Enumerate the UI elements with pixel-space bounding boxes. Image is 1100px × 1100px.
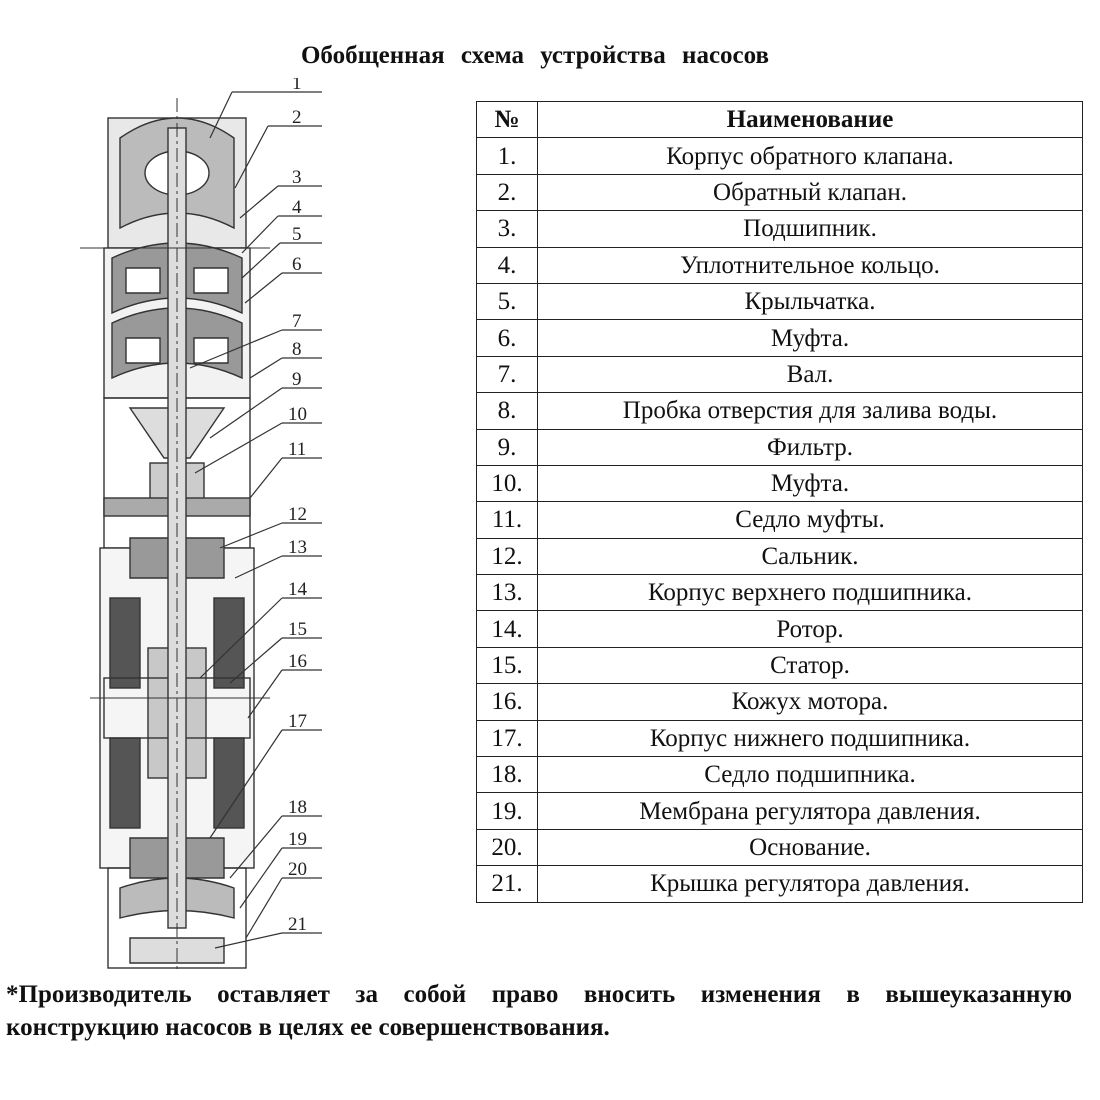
- part-number: 9.: [476, 428, 538, 466]
- callout-label: 21: [288, 914, 307, 935]
- part-name: Уплотнительное кольцо.: [537, 246, 1083, 284]
- table-row: 11.Седло муфты.: [476, 501, 1083, 539]
- title-text: Обобщенная схема устройства насосов: [300, 42, 770, 69]
- part-number: 5.: [476, 282, 538, 321]
- table-row: 13.Корпус верхнего подшипника.: [476, 574, 1083, 612]
- header-name: Наименование: [537, 100, 1083, 139]
- table-row: 9.Фильтр.: [476, 428, 1083, 466]
- pump-cross-section-diagram: 1 2 3 4 5 6 7 8 9 10 11 12 13 14 15 16 1…: [80, 78, 322, 973]
- callout-label: 19: [288, 829, 307, 850]
- part-name: Корпус нижнего подшипника.: [537, 719, 1083, 758]
- part-name: Крыльчатка.: [537, 282, 1083, 321]
- callout-label: 8: [292, 339, 302, 360]
- table-header-row: № Наименование: [476, 100, 1083, 139]
- table-row: 19.Мембрана регулятора давления.: [476, 792, 1083, 830]
- callout-label: 6: [292, 254, 302, 275]
- table-row: 15.Статор.: [476, 646, 1083, 685]
- callout-label: 20: [288, 859, 307, 880]
- part-number: 20.: [476, 828, 538, 867]
- part-name: Подшипник.: [537, 210, 1083, 248]
- part-name: Седло подшипника.: [537, 756, 1083, 794]
- callout-label: 13: [288, 537, 307, 558]
- part-name: Пробка отверстия для залива воды.: [537, 392, 1083, 430]
- page-title: Обобщенная схема устройства насосов: [0, 42, 1100, 70]
- part-name: Мембрана регулятора давления.: [537, 792, 1083, 830]
- part-name: Фильтр.: [537, 428, 1083, 466]
- part-name: Кожух мотора.: [537, 683, 1083, 721]
- disclaimer-note: *Производитель оставляет за собой право …: [6, 981, 1072, 1041]
- part-number: 7.: [476, 355, 538, 394]
- callout-label: 16: [288, 651, 307, 672]
- part-name: Основание.: [537, 828, 1083, 867]
- callout-label: 10: [288, 404, 307, 425]
- part-number: 1.: [476, 137, 538, 175]
- part-name: Седло муфты.: [537, 501, 1083, 539]
- part-number: 16.: [476, 683, 538, 721]
- callout-label: 17: [288, 711, 307, 732]
- callout-label: 18: [288, 797, 307, 818]
- part-number: 6.: [476, 319, 538, 357]
- table-row: 3.Подшипник.: [476, 210, 1083, 248]
- callout-label: 14: [288, 579, 308, 600]
- part-number: 17.: [476, 719, 538, 758]
- table-row: 12.Сальник.: [476, 537, 1083, 576]
- table-row: 21.Крышка регулятора давления.: [476, 865, 1083, 903]
- callout-label: 11: [288, 439, 306, 460]
- part-name: Вал.: [537, 355, 1083, 394]
- part-number: 12.: [476, 537, 538, 576]
- part-name: Муфта.: [537, 319, 1083, 357]
- callout-label: 12: [288, 504, 307, 525]
- part-number: 11.: [476, 501, 538, 539]
- header-num: №: [476, 100, 538, 139]
- table-row: 10.Муфта.: [476, 464, 1083, 503]
- part-number: 3.: [476, 210, 538, 248]
- part-name: Крышка регулятора давления.: [537, 865, 1083, 903]
- callout-label: 7: [292, 311, 302, 332]
- part-number: 18.: [476, 756, 538, 794]
- table-row: 7.Вал.: [476, 355, 1083, 394]
- callout-label: 9: [292, 369, 302, 390]
- table-row: 2.Обратный клапан.: [476, 173, 1083, 212]
- callout-label: 2: [292, 107, 302, 128]
- part-name: Статор.: [537, 646, 1083, 685]
- table-row: 17.Корпус нижнего подшипника.: [476, 719, 1083, 758]
- part-name: Обратный клапан.: [537, 173, 1083, 212]
- part-number: 19.: [476, 792, 538, 830]
- callout-labels: 1 2 3 4 5 6 7 8 9 10 11 12 13 14 15 16 1…: [288, 78, 308, 935]
- callout-label: 1: [292, 78, 302, 94]
- callout-label: 4: [292, 197, 302, 218]
- callout-label: 15: [288, 619, 307, 640]
- table-row: 14.Ротор.: [476, 610, 1083, 648]
- part-number: 21.: [476, 865, 538, 903]
- part-number: 14.: [476, 610, 538, 648]
- table-row: 18.Седло подшипника.: [476, 756, 1083, 794]
- part-name: Муфта.: [537, 464, 1083, 503]
- parts-table: № Наименование 1.Корпус обратного клапан…: [476, 100, 1083, 903]
- table-row: 4.Уплотнительное кольцо.: [476, 246, 1083, 284]
- table-row: 16.Кожух мотора.: [476, 683, 1083, 721]
- part-name: Корпус обратного клапана.: [537, 137, 1083, 175]
- part-number: 10.: [476, 464, 538, 503]
- part-name: Сальник.: [537, 537, 1083, 576]
- table-row: 20.Основание.: [476, 828, 1083, 867]
- table-row: 6.Муфта.: [476, 319, 1083, 357]
- part-name: Корпус верхнего подшипника.: [537, 574, 1083, 612]
- part-number: 4.: [476, 246, 538, 284]
- callout-label: 3: [292, 167, 302, 188]
- table-row: 5.Крыльчатка.: [476, 282, 1083, 321]
- part-number: 15.: [476, 646, 538, 685]
- part-number: 13.: [476, 574, 538, 612]
- part-number: 2.: [476, 173, 538, 212]
- table-row: 1.Корпус обратного клапана.: [476, 137, 1083, 175]
- table-row: 8.Пробка отверстия для залива воды.: [476, 392, 1083, 430]
- part-number: 8.: [476, 392, 538, 430]
- callout-label: 5: [292, 224, 302, 245]
- parts-table-body: 1.Корпус обратного клапана.2.Обратный кл…: [476, 137, 1083, 903]
- part-name: Ротор.: [537, 610, 1083, 648]
